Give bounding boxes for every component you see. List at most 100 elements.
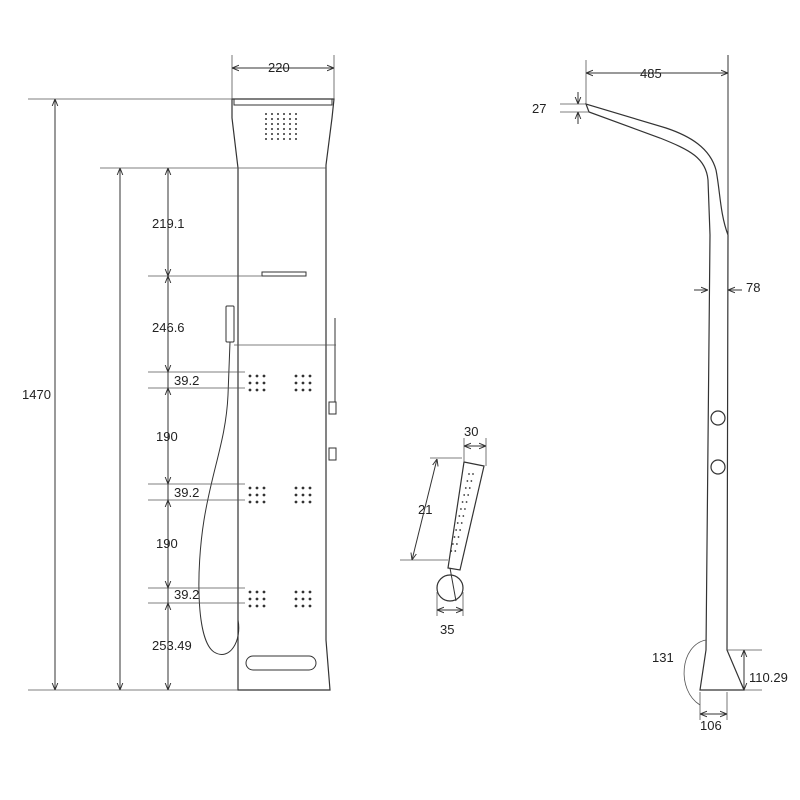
rain-nozzle [265, 113, 267, 115]
rain-nozzle [283, 138, 285, 140]
body-jet-nozzle [308, 486, 312, 490]
body-jet-nozzle [308, 493, 312, 497]
hand-nozzle [461, 501, 464, 503]
rain-nozzle [295, 133, 297, 135]
body-jet-nozzle [301, 500, 305, 504]
body-jet-nozzle [248, 500, 252, 504]
body-jet-nozzle [248, 388, 252, 392]
rain-nozzle [271, 128, 273, 130]
body-jet-nozzle [308, 604, 312, 608]
dim-seg3: 190 [156, 429, 178, 444]
hand-nozzle [450, 550, 453, 552]
rain-nozzle [283, 128, 285, 130]
body-jet-nozzle [248, 493, 252, 497]
dim-side-reach: 485 [640, 66, 662, 81]
body-jet-nozzle [255, 374, 259, 378]
body-jet-nozzle [262, 486, 266, 490]
body-jet-nozzle [255, 604, 259, 608]
body-jet-nozzle [262, 590, 266, 594]
rain-nozzle [289, 128, 291, 130]
body-jet-nozzle [301, 486, 305, 490]
body-jet-nozzle [255, 486, 259, 490]
body-jet-nozzle [255, 500, 259, 504]
dim-nozzle1: 39.2 [174, 373, 199, 388]
front-dimensions: 220 1470 219.1 246.6 39.2 190 39.2 190 3… [22, 55, 335, 691]
rain-nozzle [277, 128, 279, 130]
control-knob-2 [328, 447, 337, 461]
rain-nozzle [295, 128, 297, 130]
body-jet-nozzle [301, 493, 305, 497]
body-jet-nozzle [255, 597, 259, 601]
dim-handshower-base: 35 [440, 622, 454, 637]
rain-nozzle [295, 123, 297, 125]
hand-nozzle [454, 550, 457, 552]
dim-side-depth: 78 [746, 280, 760, 295]
body-jet-nozzle [248, 374, 252, 378]
body-jet-nozzle [301, 597, 305, 601]
hand-shower-dimensions: 30 21 35 [400, 424, 487, 637]
body-jet-nozzle [255, 388, 259, 392]
tub-spout [245, 655, 317, 671]
hand-nozzle [468, 473, 470, 475]
body-jet-nozzle [294, 388, 298, 392]
hand-shower-hose [198, 341, 240, 655]
dim-nozzle2: 39.2 [174, 485, 199, 500]
rain-nozzle [265, 118, 267, 120]
hand-shower-nozzles [450, 473, 474, 552]
hand-nozzle [456, 543, 458, 545]
control-knob-1 [328, 401, 337, 415]
body-jet-nozzle [294, 604, 298, 608]
rain-nozzle [265, 133, 267, 135]
hand-nozzle [466, 480, 469, 482]
hand-nozzle [453, 536, 456, 538]
top-shower-head [233, 98, 333, 106]
rain-nozzle [277, 113, 279, 115]
rain-nozzle [277, 123, 279, 125]
dim-bottom-width: 106 [700, 718, 722, 733]
rain-nozzle [295, 138, 297, 140]
rain-nozzle [289, 118, 291, 120]
waterfall-slot [261, 271, 307, 277]
dim-side-tip: 27 [532, 101, 546, 116]
front-view [198, 98, 337, 691]
rain-nozzle [271, 113, 273, 115]
body-jet-nozzle [294, 500, 298, 504]
rain-nozzle [271, 138, 273, 140]
rain-nozzle [265, 128, 267, 130]
rain-nozzle [283, 133, 285, 135]
dim-nozzle3: 39.2 [174, 587, 199, 602]
side-control-2 [710, 459, 726, 475]
body-jet-nozzle [308, 597, 312, 601]
dim-total-height: 1470 [22, 387, 51, 402]
hand-nozzle [467, 494, 470, 496]
hand-shower-body [447, 461, 485, 571]
hand-nozzle [459, 529, 462, 531]
hand-nozzle [455, 529, 458, 531]
dim-seg4: 190 [156, 536, 178, 551]
dim-bottom-height: 110.29 [749, 670, 788, 685]
body-jet-nozzle [308, 374, 312, 378]
rain-nozzle [271, 123, 273, 125]
body-jet-nozzle [308, 500, 312, 504]
dim-top-width: 220 [268, 60, 290, 75]
dim-bottom-curve: 131 [652, 650, 674, 665]
body-jet-nozzle [255, 493, 259, 497]
rain-nozzle [289, 123, 291, 125]
body-jet-nozzle [294, 381, 298, 385]
body-jet-nozzle [262, 374, 266, 378]
body-jet-nozzle [308, 590, 312, 594]
hand-shower-head [225, 305, 235, 343]
front-panel-outline [231, 98, 335, 691]
rain-nozzle-grid [265, 113, 297, 140]
rain-nozzle [271, 118, 273, 120]
body-jet-nozzle [301, 381, 305, 385]
dim-handshower-length: 21 [418, 502, 432, 517]
body-jet-nozzle [262, 500, 266, 504]
body-jet-nozzle [262, 381, 266, 385]
body-jet-nozzle [248, 590, 252, 594]
rain-nozzle [283, 113, 285, 115]
body-jet-nozzle [294, 486, 298, 490]
hand-nozzle [456, 522, 459, 524]
body-jet-nozzle [294, 493, 298, 497]
rain-nozzle [277, 138, 279, 140]
